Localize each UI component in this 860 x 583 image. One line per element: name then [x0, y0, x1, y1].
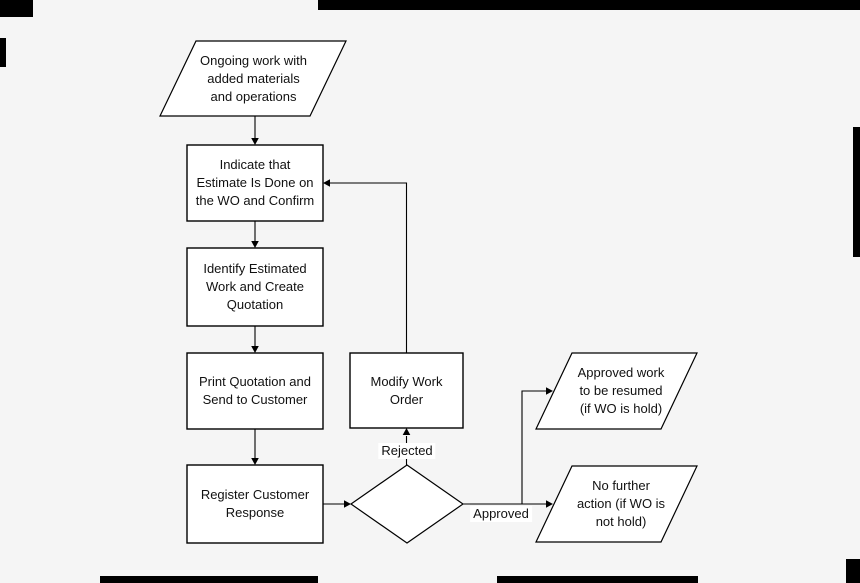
edge-artifact — [100, 576, 318, 583]
arrowhead-left-icon — [323, 179, 330, 187]
arrowhead-right-icon — [344, 500, 351, 508]
node-no-further-action — [535, 465, 698, 543]
arrowhead-down-icon — [251, 346, 259, 353]
arrowhead-up-icon — [402, 428, 411, 435]
arrowhead-down-icon — [251, 241, 259, 248]
edge-artifact — [0, 38, 6, 67]
edge-artifact — [318, 0, 860, 10]
arrowhead-right-icon — [546, 500, 553, 508]
edge-decision-to-approved-resume — [521, 390, 547, 504]
node-identify-estimated-work — [186, 247, 324, 327]
node-indicate-estimate-done — [186, 144, 324, 222]
node-decision-diamond — [349, 464, 465, 544]
edge-artifact — [0, 0, 33, 17]
edge-artifact — [853, 127, 860, 257]
edge-label-rejected: Rejected — [378, 443, 436, 459]
arrowhead-down-icon — [251, 458, 259, 465]
edge-modify-to-indicate — [330, 182, 408, 353]
node-print-quotation — [186, 352, 324, 430]
edge-artifact — [846, 559, 860, 583]
arrowhead-right-icon — [546, 387, 553, 395]
edge-artifact — [497, 576, 698, 583]
node-start-parallelogram — [159, 40, 347, 117]
arrowhead-down-icon — [251, 138, 259, 145]
edge-label-approved: Approved — [470, 506, 532, 522]
node-modify-work-order — [349, 352, 464, 429]
node-register-customer-response — [186, 464, 324, 544]
node-approved-work-resumed — [535, 352, 698, 430]
